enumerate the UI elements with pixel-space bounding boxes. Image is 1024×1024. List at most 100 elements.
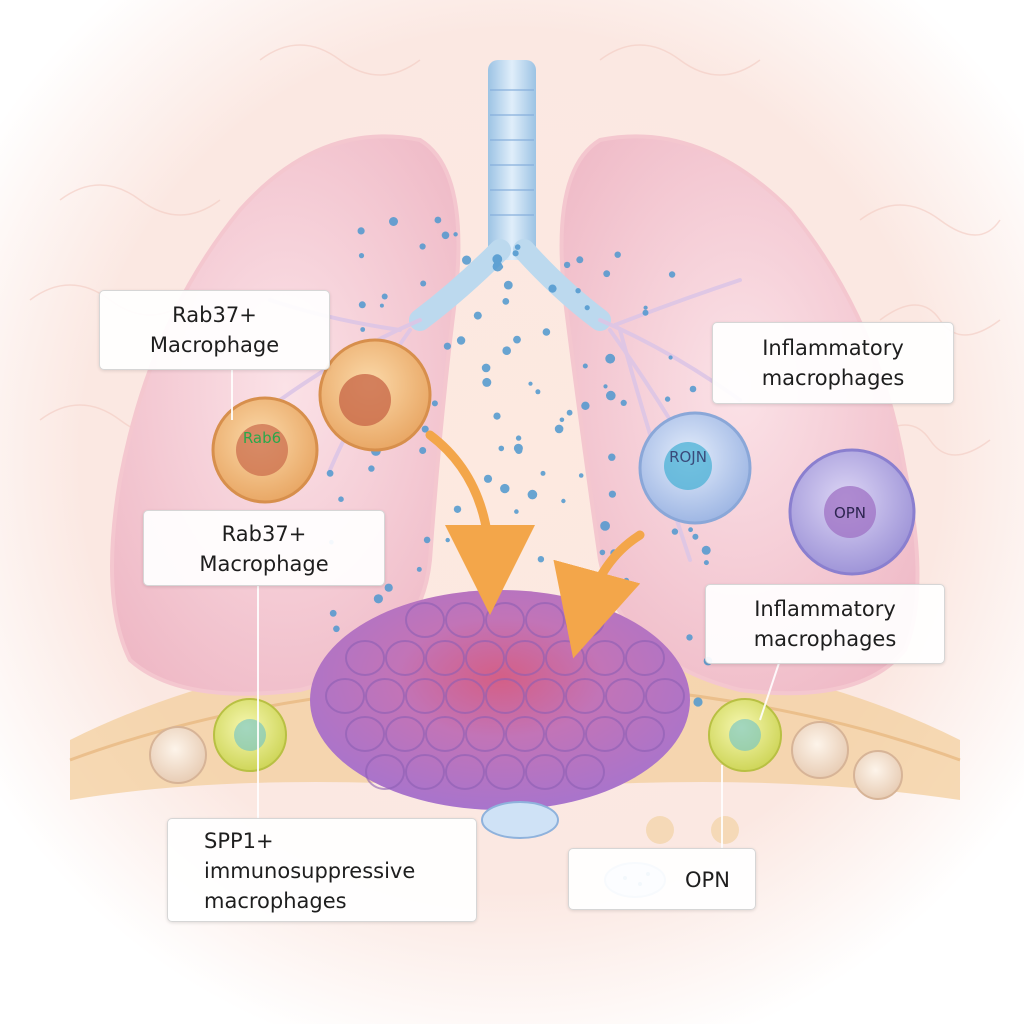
particle [608,453,616,461]
particle [483,474,493,483]
right-bronchus [513,239,611,331]
particle [512,250,519,257]
particle [671,528,679,535]
particle [445,537,450,543]
particle [686,634,693,641]
particle [492,261,503,272]
particle [627,585,634,591]
spp1-cell-right [708,698,782,772]
tumor-lobe [505,716,545,752]
particle [603,384,608,389]
particle [500,483,510,494]
particle [421,425,429,433]
tumor-lobe [365,754,405,790]
tumor-lobe [385,640,425,676]
particle [554,424,564,434]
particle [358,301,366,309]
particle [581,401,590,410]
label-inflammatory-macrophages-top: Inflammatory macrophages [712,322,954,404]
particle [642,309,649,316]
tumor-lobe [405,754,445,790]
particle [575,288,581,294]
particle [605,353,616,364]
particle [456,336,466,345]
particle [514,244,521,250]
particle [623,577,630,584]
particle [482,377,492,387]
tumor-lobe [465,640,505,676]
particle [542,328,551,336]
label-spp1-immunosuppressive-macrophages: SPP1+ immunosuppressive macrophages [167,818,477,922]
tumor-lobe [485,754,525,790]
arrow-left-to-tumor [425,430,535,615]
particle [420,280,427,287]
particle [668,271,676,278]
tumor-lobe [325,678,365,714]
tumor-lobe [345,716,385,752]
particle [373,594,383,604]
tumor-lobe [345,640,385,676]
label-rab37-macrophage-top: Rab37+ Macrophage [99,290,330,370]
label-spp1-line2: immunosuppressive [204,859,416,883]
particle [492,254,503,265]
opn-macrophage-cell-purple: OPN [788,448,916,576]
particle [689,385,697,393]
particle [563,261,571,269]
leader-lines [231,370,781,850]
rab37-cell-label: Rab6 [243,429,281,447]
particle [379,303,384,308]
tumor-lobe [645,678,685,714]
inflammatory-cell-label: ROJN [669,448,707,466]
particle [357,227,365,235]
particle [566,409,573,416]
particle [606,390,616,401]
label-rab37-top-line1: Rab37+ [172,303,257,327]
label-inflammatory-top-line2: macrophages [761,366,905,390]
particle [431,400,438,407]
particle [389,217,398,226]
particle [582,363,588,369]
tissue-cells [149,721,903,844]
label-opn: OPN [568,848,756,910]
particle [603,270,611,278]
particle [643,305,648,310]
tumor-lobe [365,678,405,714]
label-inflammatory-top-line1: Inflammatory [762,336,904,360]
particle [453,505,462,513]
inflammatory-macrophage-cell-blue: ROJN [638,411,752,525]
tumor-lobe [385,716,425,752]
left-bronchus [409,239,511,331]
particle [419,447,427,454]
tumor-lobe [425,640,465,676]
particle [578,473,584,478]
particle [329,609,337,617]
particle [535,389,541,395]
tumor-mass [310,590,690,810]
particle [443,342,451,350]
particle [559,417,565,423]
particle [599,549,606,556]
particle [441,231,450,240]
label-spp1-line3: macrophages [204,889,347,913]
particle [502,298,510,305]
particle [434,216,442,224]
particle [668,355,673,360]
particle [360,327,366,332]
rab37-macrophage-cell-left: Rab6 [211,396,319,504]
particle [368,465,375,472]
particle [576,256,584,264]
tumor-lobe [525,678,565,714]
particle [514,509,519,514]
particle [614,251,621,258]
particle [384,583,393,592]
label-rab37-mid-line1: Rab37+ [221,522,307,546]
particle [688,527,693,533]
tumor-lobe [425,716,465,752]
label-rab37-macrophage-middle: Rab37+ Macrophage [143,510,385,586]
label-spp1-line1: SPP1+ [204,829,274,853]
tumor-lobe [465,716,505,752]
particle [548,284,557,293]
tumor-lobe [405,602,445,638]
particle [326,469,334,477]
